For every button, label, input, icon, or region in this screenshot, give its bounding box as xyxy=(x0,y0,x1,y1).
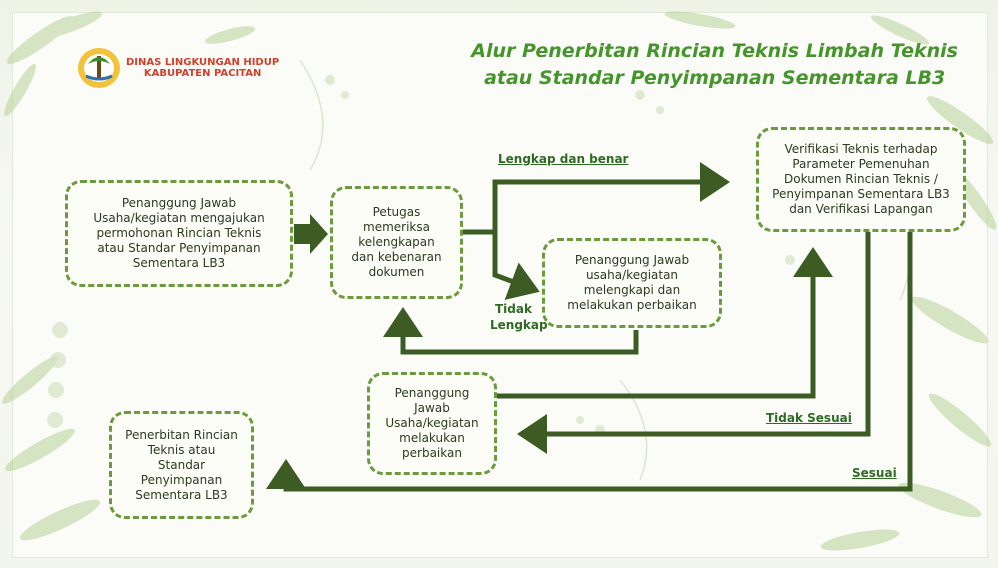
node-applicant-line2: Usaha/kegiatan mengajukan xyxy=(93,211,265,225)
node-repair: Penanggung Jawab Usaha/kegiatan melakuka… xyxy=(367,372,497,475)
title-line2: atau Standar Penyimpanan Sementara LB3 xyxy=(484,67,946,89)
label-match: Sesuai xyxy=(852,466,897,480)
node-officer-line3: kelengkapan xyxy=(358,235,435,249)
connector-repair-to-verify xyxy=(497,247,833,399)
node-repair-line1: Penanggung xyxy=(394,386,470,400)
connector-match xyxy=(266,232,913,492)
org-name: DINAS LINGKUNGAN HIDUP KABUPATEN PACITAN xyxy=(126,57,279,79)
label-incomplete-2: Lengkap xyxy=(490,318,548,332)
label-complete-ok: Lengkap dan benar xyxy=(498,152,629,166)
node-applicant-line4: atau Standar Penyimpanan xyxy=(97,241,261,255)
node-officer: Petugas memeriksa kelengkapan dan kebena… xyxy=(330,186,463,299)
node-applicant: Penanggung Jawab Usaha/kegiatan mengajuk… xyxy=(65,180,293,287)
node-officer-line2: memeriksa xyxy=(363,220,430,234)
node-complete-line2: usaha/kegiatan xyxy=(585,268,679,282)
node-applicant-line1: Penanggung Jawab xyxy=(121,196,237,210)
node-repair-line3: Usaha/kegiatan xyxy=(385,416,479,430)
node-verify-line4: Penyimpanan Sementara LB3 xyxy=(772,187,950,201)
node-officer-line1: Petugas xyxy=(372,205,421,219)
connector-complete-back xyxy=(383,307,639,355)
connector-to-complete xyxy=(492,232,540,300)
node-repair-line2: Jawab xyxy=(414,401,450,415)
node-verify-line3: Dokumen Rincian Teknis / xyxy=(784,172,938,186)
node-verify-line1: Verifikasi Teknis terhadap xyxy=(784,142,938,156)
label-not-match: Tidak Sesuai xyxy=(766,411,852,425)
node-issue-line4: Penyimpanan xyxy=(140,472,223,487)
title-line1: Alur Penerbitan Rincian Teknis Limbah Te… xyxy=(471,40,958,62)
node-verify: Verifikasi Teknis terhadap Parameter Pem… xyxy=(756,127,966,232)
node-complete-line4: melakukan perbaikan xyxy=(567,298,697,312)
node-officer-line5: dokumen xyxy=(368,265,425,279)
org-name-line2: KABUPATEN PACITAN xyxy=(143,68,262,79)
node-applicant-line3: permohonan Rincian Teknis xyxy=(96,226,262,240)
node-issue-line3: Standar xyxy=(157,457,206,472)
node-verify-line2: Parameter Pemenuhan xyxy=(792,157,930,171)
connector-to-verify xyxy=(492,162,730,232)
connector-not-match xyxy=(517,232,871,454)
node-issue: Penerbitan Rincian Teknis atau Standar P… xyxy=(109,411,254,519)
node-issue-line5: Sementara LB3 xyxy=(135,487,228,502)
label-incomplete-1: Tidak xyxy=(495,302,532,316)
page-title: Alur Penerbitan Rincian Teknis Limbah Te… xyxy=(471,38,958,92)
node-officer-line4: dan kebenaran xyxy=(351,250,442,264)
node-repair-line4: melakukan xyxy=(399,431,465,445)
node-complete: Penanggung Jawab usaha/kegiatan melengka… xyxy=(542,238,722,328)
node-issue-line1: Penerbitan Rincian xyxy=(125,427,238,442)
node-issue-line2: Teknis atau xyxy=(147,442,216,457)
arrow-applicant-to-officer xyxy=(294,214,328,254)
node-repair-line5: perbaikan xyxy=(402,446,462,460)
org-name-line1: DINAS LINGKUNGAN HIDUP xyxy=(126,57,280,68)
logo xyxy=(76,46,122,90)
node-applicant-line5: Sementara LB3 xyxy=(132,256,226,270)
node-complete-line1: Penanggung Jawab xyxy=(574,253,690,267)
logo-emblem-icon xyxy=(78,48,120,88)
node-verify-line5: dan Verifikasi Lapangan xyxy=(789,202,933,216)
node-complete-line3: melengkapi dan xyxy=(583,283,681,297)
